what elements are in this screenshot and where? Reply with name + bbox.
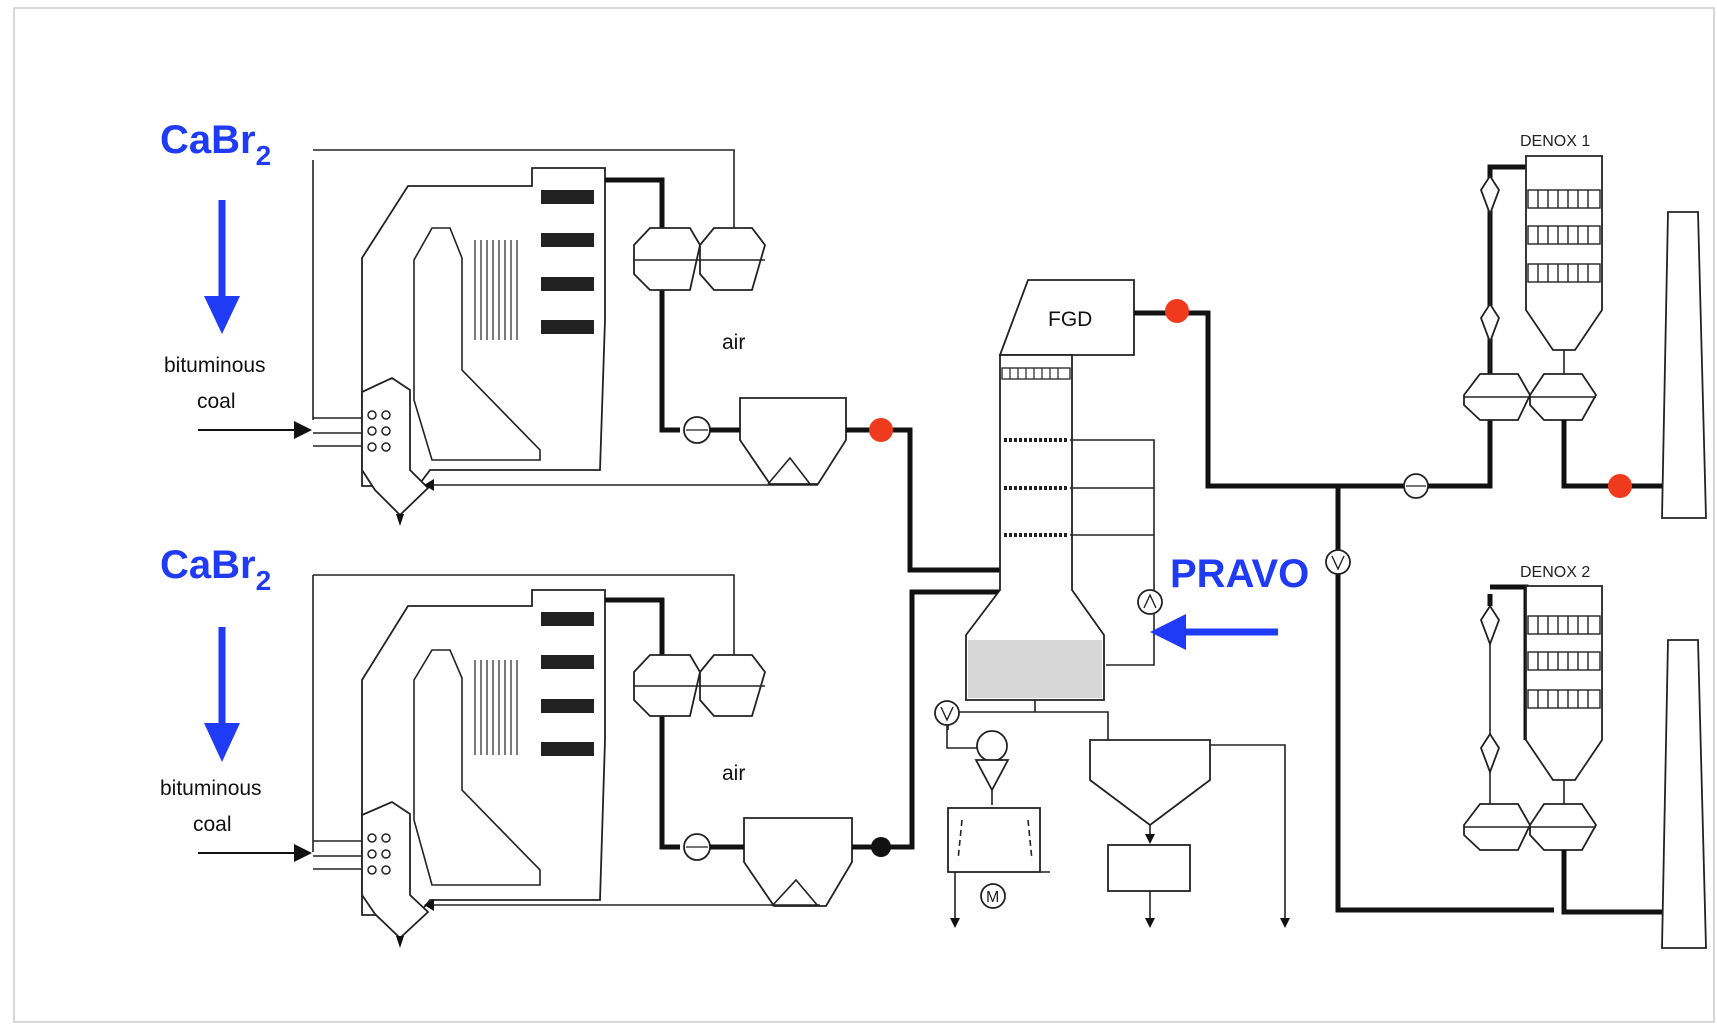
fgd-slurry-sump [968,640,1102,698]
air-label-2: air [722,762,745,785]
denox-distribution [1208,473,1554,913]
boiler-unit-2: air [198,574,1000,948]
boiler-1-superheater-bundles [541,190,594,334]
denox1-label: DENOX 1 [1520,133,1590,150]
page-border [13,7,1715,1023]
fgd-scrubber: FGD M [934,164,1526,928]
boiler-1-burner-box [361,376,430,517]
electrostatic-precipitator-2 [743,817,853,907]
flue-duct-1-to-fgd [846,427,1000,573]
cabr2-label-bottom: CaBr2 [160,543,271,596]
additive-annotation-bottom: CaBr2 bituminous coal [160,543,271,836]
boiler-1-burner-nozzles [367,410,391,452]
denox-2-catalyst-layers [1527,615,1601,709]
fgd-spray-headers [1070,439,1155,666]
fgd-label: FGD [1048,308,1092,331]
coal-feed-2-arrowhead [294,844,312,862]
denox-1-injector-a [1479,174,1501,217]
motor-label: M [986,889,999,906]
fgd-spray-levels [1004,438,1068,537]
stack-2 [1661,639,1707,949]
esp-1-hopper [767,456,811,485]
boiler-2-recirc-line [312,574,735,852]
sampling-point-2 [871,837,891,857]
electrostatic-precipitator-1 [739,397,847,485]
fgd-bleed-lines [947,700,1109,740]
fgd-absorber-tower [965,354,1105,701]
denox-2-outlet-duct [1561,850,1662,915]
denox-1-outlet-duct [1561,420,1662,489]
pravo-label: PRAVO [1170,552,1309,596]
air-label-1: air [722,331,745,354]
boiler-2-burner-nozzles [367,833,391,875]
air-preheater-1b [699,227,766,291]
fuel-label-bottom-line2: coal [193,813,232,836]
fuel-label-bottom-line1: bituminous [160,777,262,800]
main-gas-header [1208,483,1554,913]
pravo-annotation: PRAVO [1150,552,1309,650]
clean-gas-duct [1134,164,1526,489]
sampling-point-fgd-outlet [1165,299,1189,323]
sampling-point-stack-1 [1608,474,1632,498]
boiler-1-inner-wall [413,227,541,461]
boiler-2-inner-wall [413,649,541,886]
denox-2-feed [1490,584,1529,740]
boiler-unit-1: air [198,149,1000,573]
coal-feed-1-arrowhead [294,421,312,439]
additive-arrow-top-head [204,296,240,334]
storage-tank [1107,844,1191,892]
stack-1 [1661,211,1707,519]
boiler-2-tube-bank [474,660,518,755]
sampling-point-1 [869,418,893,442]
fuel-label-top-line1: bituminous [164,354,266,377]
coal-feed-2-manifold [313,840,362,870]
boiler-2-ash-outlet [396,936,404,948]
denox-1-injector-b [1479,302,1501,345]
boiler-1-recirc-line [312,149,735,420]
fgd-demister-slats [1009,368,1059,379]
thickener [1089,739,1211,827]
boiler-2-burner-box [361,800,430,940]
denox-1-reactor-body [1525,155,1603,351]
hydrocyclone-cone [974,759,1010,792]
boiler-1-flue-duct [605,177,680,433]
denox-2-injector-b [1479,732,1501,775]
boiler-1-tube-bank [474,240,518,340]
motor [980,883,1006,909]
denox-1-catalyst-layers [1527,189,1601,283]
denox-2-reactor-body [1525,585,1603,781]
cabr2-label-top: CaBr2 [160,118,271,171]
fgd-top-section [998,279,1135,356]
esp-2-hopper [771,878,819,907]
boiler-1-ash-outlet [396,514,404,526]
boiler-2-superheater-bundles [541,612,594,756]
denox-2-injector-a [1479,604,1501,647]
pravo-arrow-head [1150,614,1186,650]
denox2-label: DENOX 2 [1520,564,1590,581]
vacuum-belt-filter [947,807,1041,873]
coal-feed-1-manifold [313,417,362,447]
denox-reactor-1: DENOX 1 [1463,133,1707,519]
hydrocyclone [976,730,1008,762]
additive-annotation-top: CaBr2 bituminous coal [160,118,271,413]
additive-arrow-bottom-head [204,723,240,762]
fgd-demister [1001,367,1071,380]
air-preheater-1a [633,227,701,291]
fuel-label-top-line2: coal [197,390,236,413]
denox-reactor-2: DENOX 2 [1463,564,1707,949]
boiler-2-flue-duct [605,597,680,850]
